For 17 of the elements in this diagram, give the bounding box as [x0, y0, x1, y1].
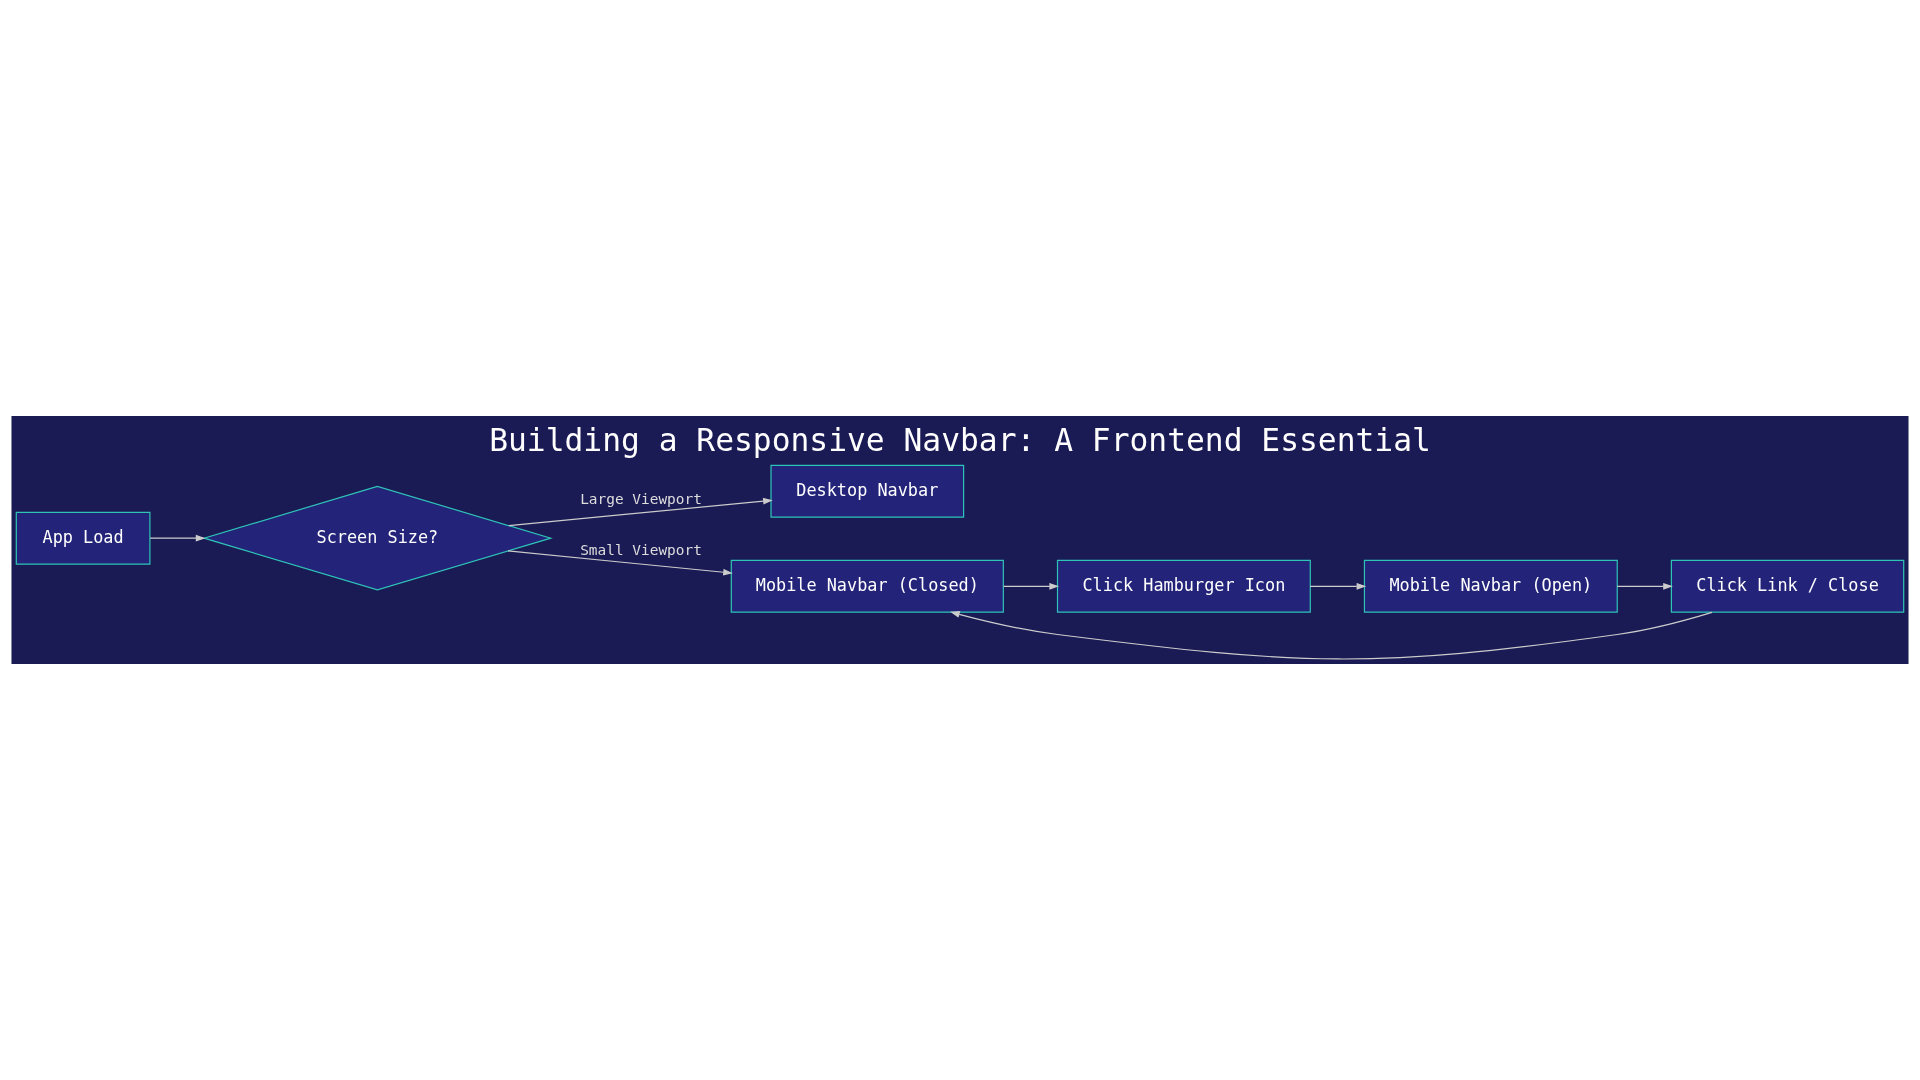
- arrow: [950, 611, 1713, 660]
- node-box: Mobile Navbar (Closed): [730, 559, 1004, 613]
- edge-label: Large Viewport: [580, 490, 702, 507]
- node-box: Click Hamburger Icon: [1056, 559, 1311, 613]
- node-box: Desktop Navbar: [770, 464, 965, 518]
- arrow: [508, 497, 773, 527]
- arrow: [1309, 582, 1367, 590]
- node-box: Click Link / Close: [1670, 559, 1905, 613]
- arrow: [1616, 582, 1673, 590]
- arrow: [507, 550, 733, 576]
- diagram-title: Building a Responsive Navbar: A Frontend Essential: [489, 421, 1431, 458]
- edge-label: Small Viewport: [580, 541, 702, 558]
- node-box: Mobile Navbar (Open): [1363, 559, 1618, 613]
- arrow: [149, 534, 206, 542]
- node-box: App Load: [15, 511, 151, 565]
- arrow: [1002, 582, 1059, 590]
- node-diamond: Screen Size?: [201, 485, 553, 591]
